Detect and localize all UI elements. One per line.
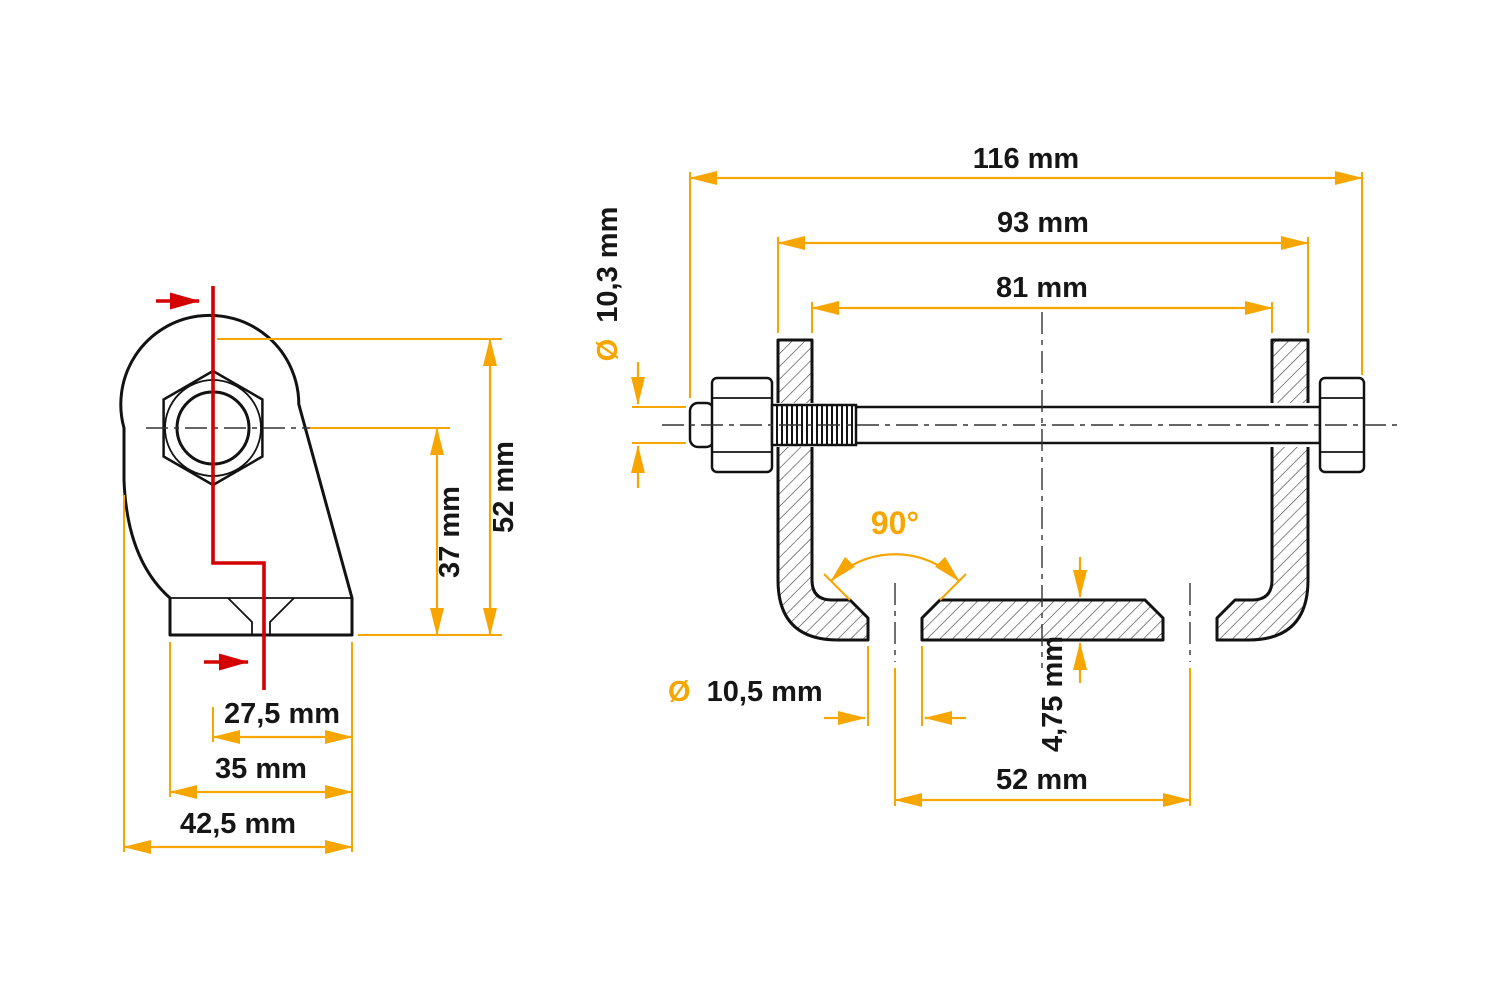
left-view-dimension-lines xyxy=(123,338,497,854)
dim-label-35: 35 mm xyxy=(215,753,307,785)
right-view-dimension-lines xyxy=(631,171,1363,807)
base-plate-middle-section xyxy=(920,598,1165,642)
diameter-value: 10,5 mm xyxy=(707,676,823,708)
dim-label-27-5: 27,5 mm xyxy=(224,698,340,730)
dim-label-angle: 90° xyxy=(871,505,919,541)
right-view-extension-lines xyxy=(632,172,1363,806)
right-wall-section xyxy=(1215,338,1310,642)
dim-label-thickness: 4,75 mm xyxy=(1037,636,1069,752)
dim-label-116: 116 mm xyxy=(973,143,1079,175)
left-wall-section xyxy=(776,338,870,642)
countersink-angle-annotation xyxy=(823,553,967,601)
centerlines xyxy=(662,312,1402,668)
right-view: 116 mm 93 mm 81 mm Ø 10,3 mm 90° Ø 10,5 … xyxy=(592,143,1402,807)
base-countersink-lines xyxy=(227,597,295,635)
dim-label-93: 93 mm xyxy=(997,207,1089,239)
angle-arc xyxy=(830,553,960,582)
angle-face-line-right xyxy=(939,573,967,601)
dim-label-52: 52 mm xyxy=(488,441,520,533)
dim-label-81: 81 mm xyxy=(996,272,1088,304)
diameter-symbol: Ø xyxy=(668,676,691,708)
left-view: 37 mm 52 mm 27,5 mm 35 mm 42,5 mm xyxy=(119,286,520,854)
dim-label-hole-diameter: Ø 10,5 mm xyxy=(668,676,823,708)
dim-label-42-5: 42,5 mm xyxy=(180,808,296,840)
dim-label-37: 37 mm xyxy=(434,486,466,578)
angle-face-line-left xyxy=(823,573,851,601)
left-view-extension-lines xyxy=(123,338,502,852)
bracket-outline xyxy=(119,313,354,637)
dim-label-52-spacing: 52 mm xyxy=(996,764,1088,796)
section-cut-line xyxy=(211,286,266,690)
diameter-value: 10,3 mm xyxy=(592,207,624,323)
diameter-symbol: Ø xyxy=(592,339,624,362)
dim-label-bolt-diameter: Ø 10,3 mm xyxy=(592,207,624,362)
